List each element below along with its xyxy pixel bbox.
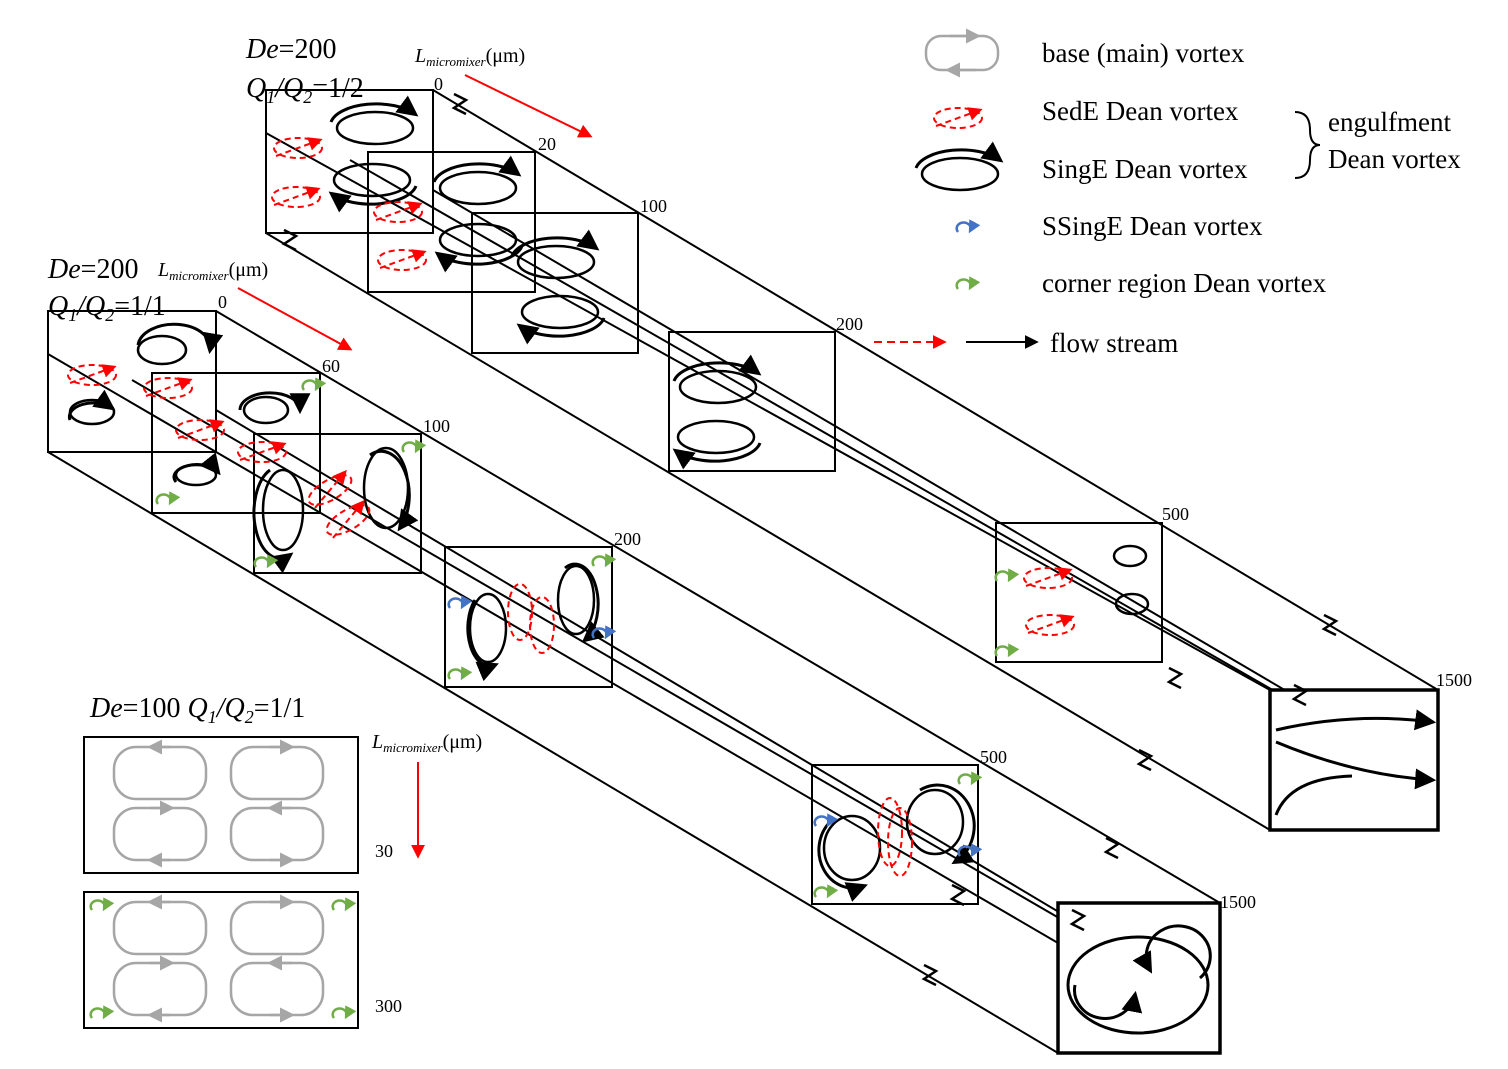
position-label: 300 [375, 996, 402, 1016]
legend-sede-label: SedE Dean vortex [1042, 96, 1239, 126]
legend-ssinge-icon [957, 222, 971, 232]
legend-corner-icon [957, 279, 971, 289]
section-0 [265, 89, 434, 234]
case-de-label: De=200 [245, 34, 336, 65]
axis-arrow [237, 287, 353, 351]
channel-ratio-half: 0 20 100 200 500 1500 De=200 Q1/Q2=1/2 L… [245, 34, 1472, 832]
legend-singe-icon [916, 150, 1000, 190]
panel-title: De=100 Q1/Q2=1/1 [89, 693, 305, 727]
legend-base-icon [924, 28, 1000, 78]
case-de-label: De=200 [47, 254, 138, 285]
legend-ssinge-label: SSingE Dean vortex [1042, 211, 1263, 241]
axis-label: Lmicromixer(μm) [371, 731, 482, 755]
legend-group-line1: engulfment [1328, 107, 1451, 137]
channel-ratio-one: 0 60 100 200 500 1500 De=200 Q1/Q2=1/1 L… [47, 254, 1256, 1055]
section-1500 [1056, 901, 1222, 1055]
position-label: 500 [980, 747, 1007, 767]
section-0 [47, 310, 217, 453]
position-label: 500 [1162, 504, 1189, 524]
singe-vortex [1114, 592, 1150, 616]
position-label: 60 [322, 356, 340, 376]
legend: base (main) vortex SedE Dean vortex Sing… [874, 28, 1461, 358]
position-label: 30 [375, 841, 393, 861]
legend-corner-label: corner region Dean vortex [1042, 268, 1327, 298]
section-20 [367, 151, 536, 293]
cross-section-300 [83, 891, 359, 1029]
legend-base-label: base (main) vortex [1042, 38, 1245, 68]
position-label: 200 [836, 314, 863, 334]
section-100 [253, 433, 422, 574]
section-60 [151, 372, 321, 514]
cross-section-30 [83, 736, 359, 874]
position-label: 0 [434, 74, 443, 94]
singe-vortex [1112, 544, 1148, 568]
panel-de100: De=100 Q1/Q2=1/1 [83, 693, 482, 1029]
case-ratio-label: Q1/Q2=1/2 [246, 73, 364, 107]
position-label: 1500 [1220, 892, 1256, 912]
legend-group-line2: Dean vortex [1328, 144, 1461, 174]
axis-label: Lmicromixer(μm) [414, 45, 525, 69]
position-label: 0 [218, 292, 227, 312]
axis-arrow [464, 74, 593, 138]
position-label: 20 [538, 134, 556, 154]
section-100 [471, 212, 639, 354]
legend-sede-icon [934, 108, 982, 128]
section-1500 [1268, 688, 1440, 832]
position-label: 200 [614, 529, 641, 549]
position-label: 100 [640, 196, 667, 216]
legend-singe-label: SingE Dean vortex [1042, 154, 1248, 184]
position-label: 1500 [1436, 670, 1472, 690]
section-200 [668, 331, 836, 472]
axis-label: Lmicromixer(μm) [157, 259, 268, 283]
section-500 [995, 522, 1163, 663]
legend-brace [1294, 111, 1321, 179]
position-label: 100 [423, 416, 450, 436]
case-ratio-label: Q1/Q2=1/1 [48, 291, 166, 325]
section-200 [444, 546, 613, 688]
section-500 [811, 764, 979, 905]
legend-flow-label: flow stream [1050, 328, 1178, 358]
